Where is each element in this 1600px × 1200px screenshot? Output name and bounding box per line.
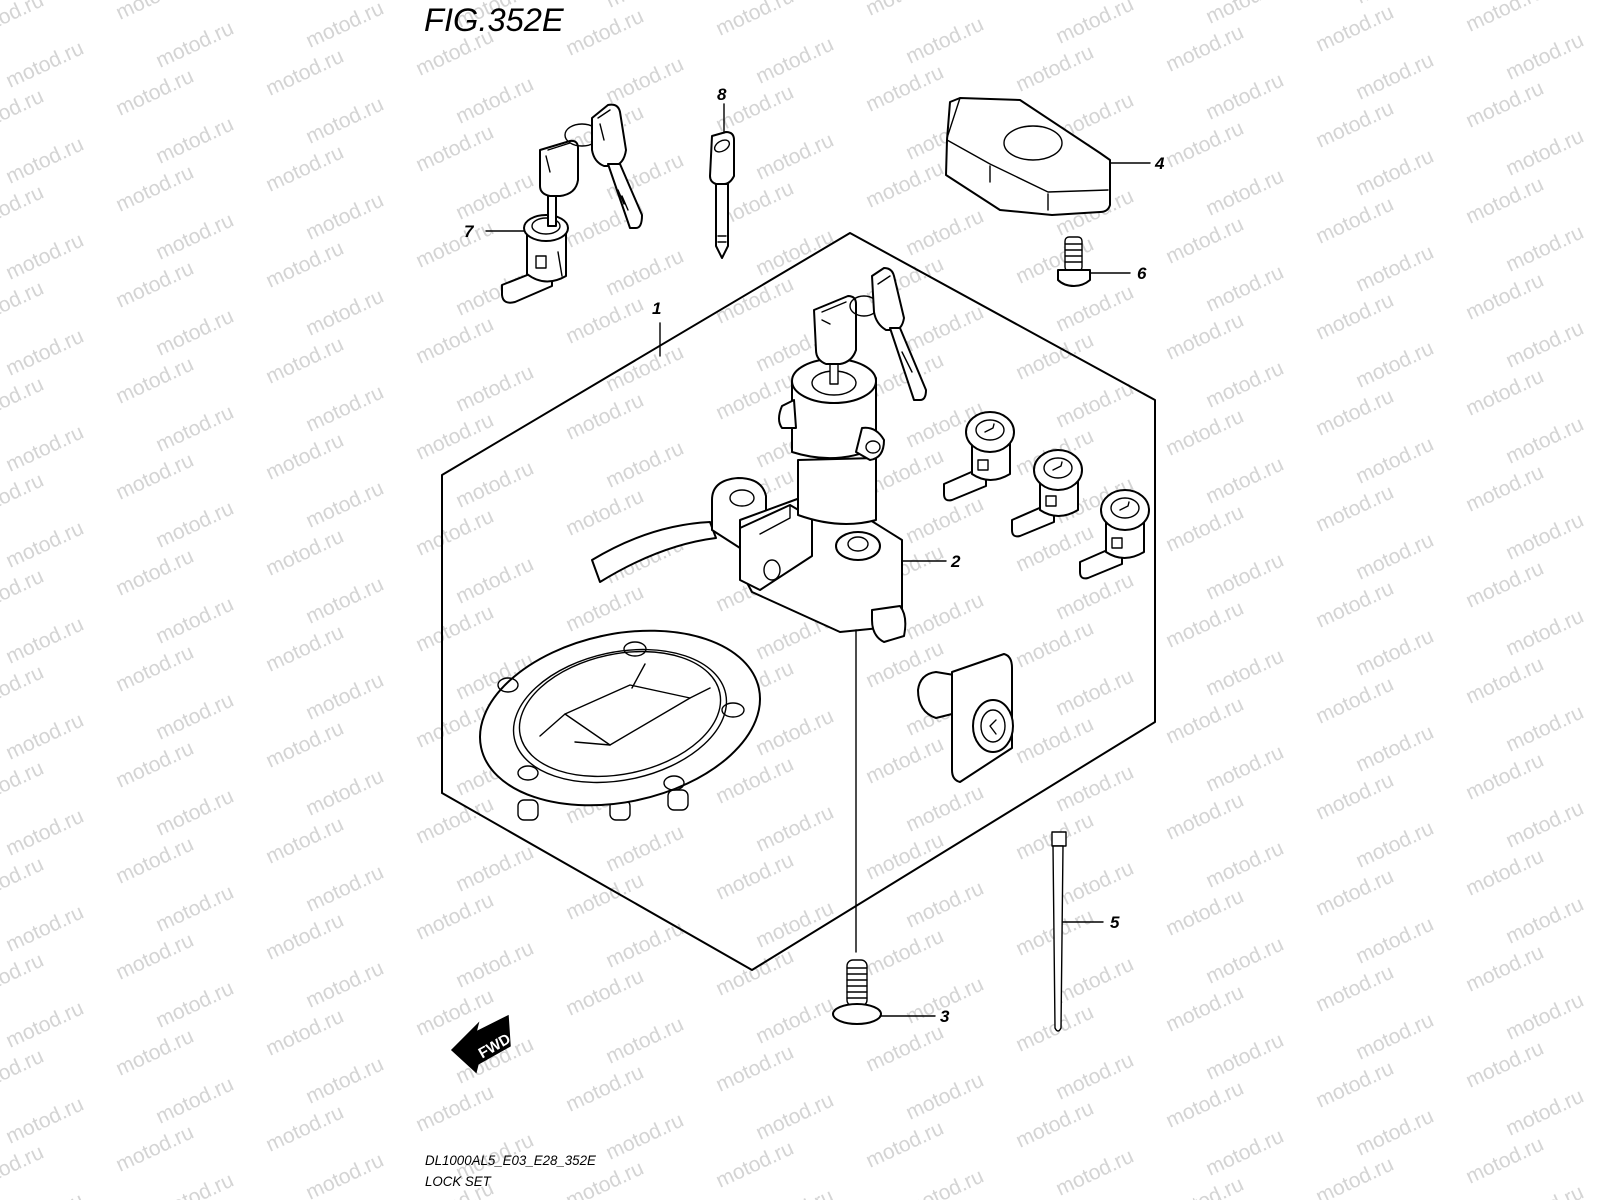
part-box-lock-b[interactable]: [1011, 449, 1083, 538]
callout-8[interactable]: 8: [717, 85, 727, 134]
callout-2-number: 2: [950, 552, 961, 571]
figure-code: DL1000AL5_E03_E28_352E: [425, 1152, 596, 1168]
part-5-cable-tie[interactable]: [1051, 831, 1067, 1032]
callout-3-number: 3: [940, 1007, 950, 1026]
callout-5-number: 5: [1110, 913, 1120, 932]
part-3-screw[interactable]: [832, 629, 882, 1025]
figure-title: FIG.352E: [424, 2, 564, 38]
part-seat-lock[interactable]: [917, 653, 1014, 783]
part-8-key-blank[interactable]: [709, 131, 735, 259]
callout-8-number: 8: [717, 85, 727, 104]
callout-2[interactable]: 2: [901, 552, 961, 571]
callout-4-number: 4: [1154, 154, 1165, 173]
part-2-ignition-switch[interactable]: [591, 267, 927, 643]
part-box-lock-c[interactable]: [1079, 489, 1150, 580]
figure-name: LOCK SET: [425, 1173, 491, 1189]
callout-1-number: 1: [652, 299, 661, 318]
assembly-group-box: [441, 232, 1156, 971]
fwd-direction-arrow: FWD: [450, 1014, 514, 1074]
part-fuel-cap-ring[interactable]: [464, 606, 777, 829]
part-box-lock-a[interactable]: [943, 411, 1015, 502]
callout-7[interactable]: 7: [464, 222, 525, 241]
callout-6-number: 6: [1137, 264, 1147, 283]
callout-6[interactable]: 6: [1089, 264, 1147, 283]
callout-7-number: 7: [464, 222, 475, 241]
callout-3[interactable]: 3: [879, 1007, 950, 1026]
part-4-cover-cap[interactable]: [945, 97, 1111, 216]
callout-4[interactable]: 4: [1109, 154, 1165, 173]
part-7-lock-with-keys[interactable]: [501, 103, 643, 304]
part-6-bolt[interactable]: [1057, 236, 1091, 287]
callout-5[interactable]: 5: [1062, 913, 1120, 932]
callout-1[interactable]: 1: [652, 299, 661, 357]
